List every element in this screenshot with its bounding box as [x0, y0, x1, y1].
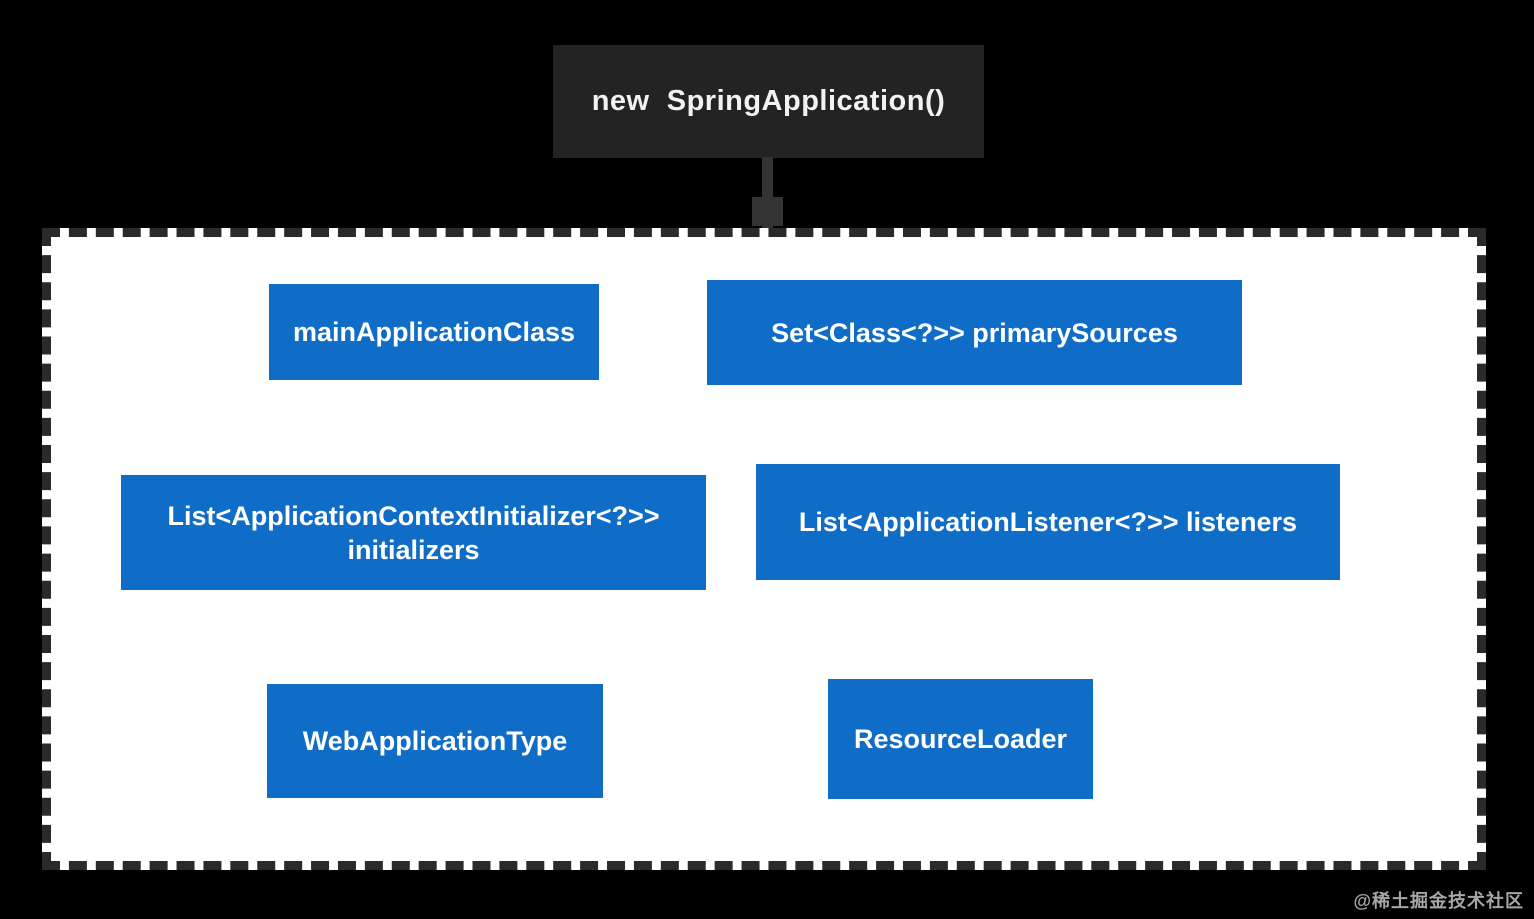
- spring-application-fields-panel: mainApplicationClass Set<Class<?>> prima…: [42, 228, 1486, 870]
- down-arrow-head-icon: [752, 197, 783, 226]
- constructor-box: new SpringApplication(): [553, 45, 984, 158]
- field-listeners: List<ApplicationListener<?>> listeners: [756, 464, 1340, 580]
- field-primary-sources: Set<Class<?>> primarySources: [707, 280, 1242, 385]
- field-resource-loader: ResourceLoader: [828, 679, 1093, 799]
- constructor-label: new SpringApplication(): [591, 85, 946, 117]
- field-main-application-class: mainApplicationClass: [269, 284, 599, 380]
- watermark-juejin: @稀土掘金技术社区: [1353, 891, 1524, 911]
- field-web-application-type: WebApplicationType: [267, 684, 603, 798]
- field-initializers: List<ApplicationContextInitializer<?>> i…: [121, 475, 706, 590]
